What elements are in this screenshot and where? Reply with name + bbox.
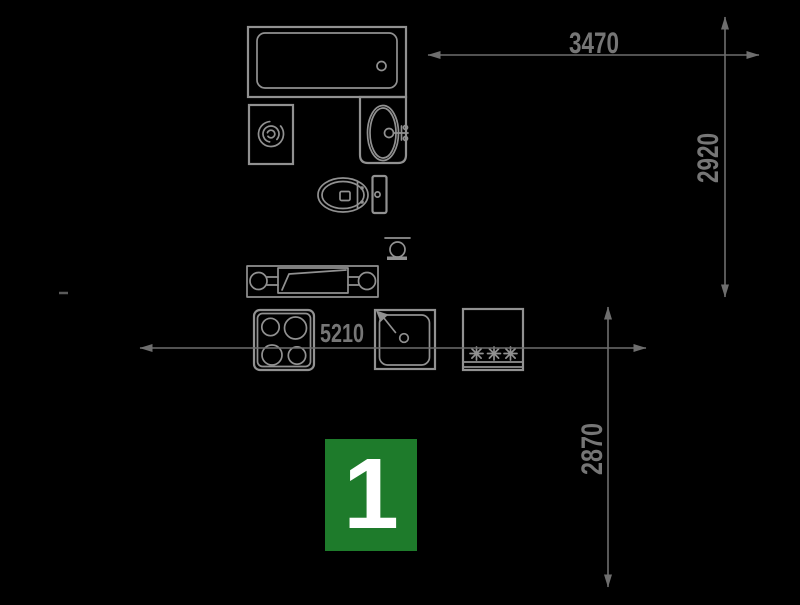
dimension-right-height-label: 2920 [692,133,725,183]
sink-faucet-arrow-icon [376,310,397,334]
cooktop-icon [252,308,316,372]
washing-machine-icon [247,103,295,166]
dimension-top-width-label: 3470 [569,27,619,60]
room-marker: 1 [325,438,417,551]
refrigerator-icon [461,307,525,372]
room-marker-box [325,439,417,551]
dimension-middle-width-label: 5210 [320,318,364,348]
dimension-right-height: 2920 [692,16,729,298]
freezer-stars-icon [469,346,518,361]
floor-drain-pipe-icon [384,237,411,260]
toilet-icon [317,174,388,215]
dimension-lower-height: 2870 [576,306,612,588]
kitchen-sink-icon [373,308,437,371]
dimension-lower-height-label: 2870 [576,423,609,475]
washbasin-icon [358,95,409,165]
bathtub-icon [246,25,408,99]
dimension-top-width: 3470 [427,27,760,60]
room-marker-number: 1 [343,438,399,550]
water-heater-icon [246,265,379,298]
washbasin-faucet-icon [392,124,409,142]
dimension-middle-width: 5210 [139,318,647,352]
